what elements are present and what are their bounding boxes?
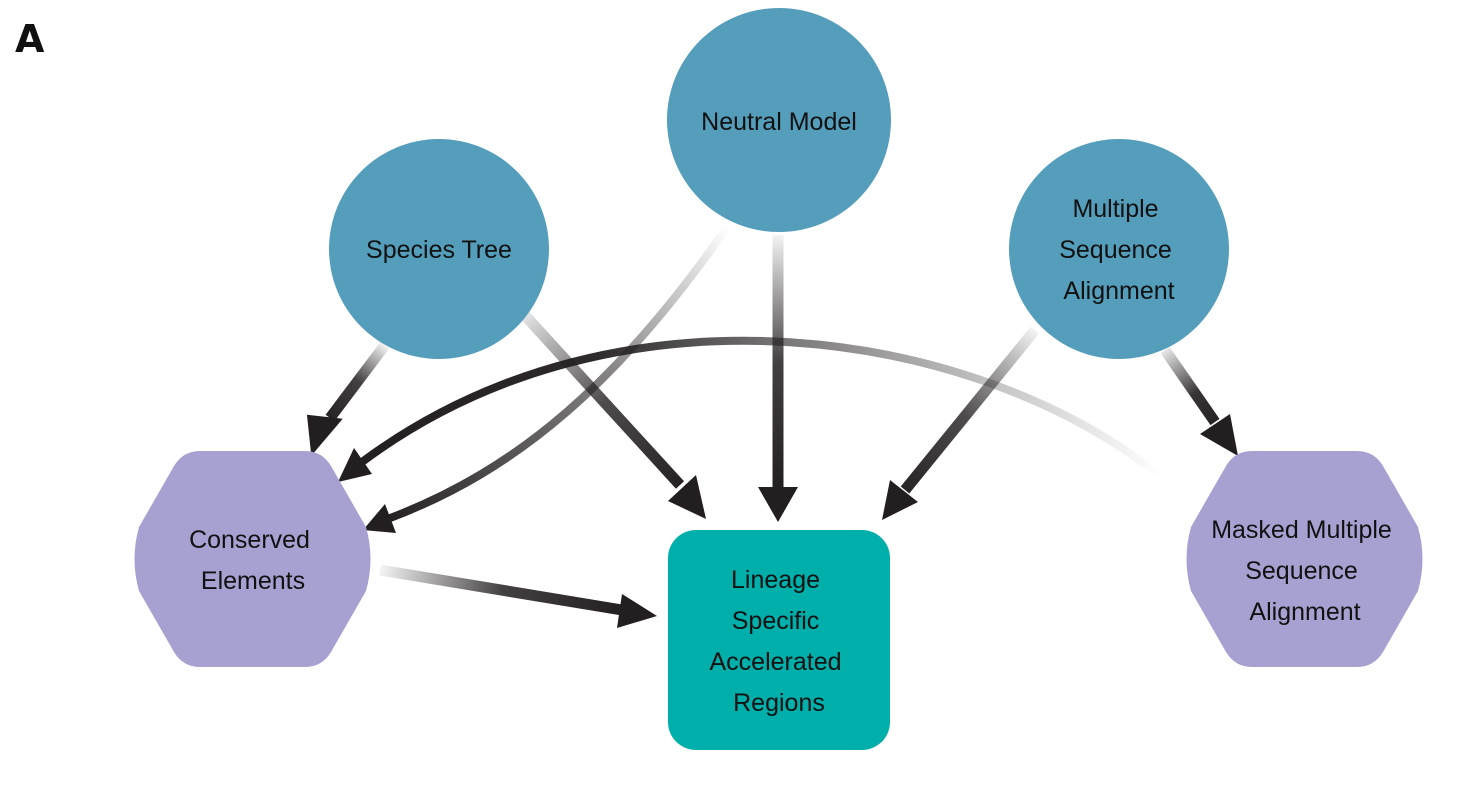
edge-species-tree-to-conserved-elements	[306, 341, 390, 456]
node-neutral-model: Neutral Model	[667, 8, 891, 232]
node-species-tree: Species Tree	[329, 139, 549, 359]
arrowhead	[338, 448, 372, 482]
edge-neutral-model-to-lsar	[758, 235, 798, 522]
arrowhead	[668, 475, 706, 519]
node-multiple-sequence-alignment: Multiple Sequence Alignment	[1009, 139, 1229, 359]
panel-label: A	[15, 17, 45, 61]
arrowhead	[306, 414, 343, 456]
node-conserved-elements-shape	[134, 451, 371, 667]
nodes: Neutral Model Species Tree Multiple Sequ…	[134, 8, 1423, 750]
node-msa-label: Multiple Sequence Alignment	[1059, 195, 1179, 305]
node-species-tree-shape	[329, 139, 549, 359]
node-msa-shape	[1009, 139, 1229, 359]
node-species-tree-label: Species Tree	[366, 236, 512, 264]
node-lineage-specific-accelerated-regions: Lineage Specific Accelerated Regions	[668, 530, 890, 750]
arrowhead	[617, 594, 657, 628]
edge-conserved-elements-to-lsar	[379, 564, 657, 628]
edge-species-tree-to-lsar	[515, 306, 706, 519]
edges	[306, 223, 1238, 628]
node-neutral-model-shape	[667, 8, 891, 232]
arrowhead	[1200, 414, 1238, 456]
edge-msa-to-masked-msa	[1160, 346, 1238, 456]
node-lsar-shape	[668, 530, 890, 750]
node-conserved-elements-label: Conserved Elements	[189, 526, 317, 595]
edge-neutral-model-to-conserved-elements	[363, 223, 732, 533]
node-masked-multiple-sequence-alignment: Masked Multiple Sequence Alignment	[1186, 451, 1423, 667]
arrowhead	[882, 480, 918, 520]
edge-msa-to-lsar	[882, 326, 1040, 520]
node-conserved-elements: Conserved Elements	[134, 451, 371, 667]
edge-masked-msa-to-conserved-elements	[338, 336, 1163, 482]
arrowhead	[758, 487, 798, 522]
node-lsar-label: Lineage Specific Accelerated Regions	[710, 566, 849, 717]
node-masked-msa-shape	[1186, 451, 1423, 667]
node-masked-msa-label: Masked Multiple Sequence Alignment	[1211, 516, 1399, 626]
arrowhead	[363, 504, 396, 533]
node-neutral-model-label: Neutral Model	[701, 108, 857, 136]
